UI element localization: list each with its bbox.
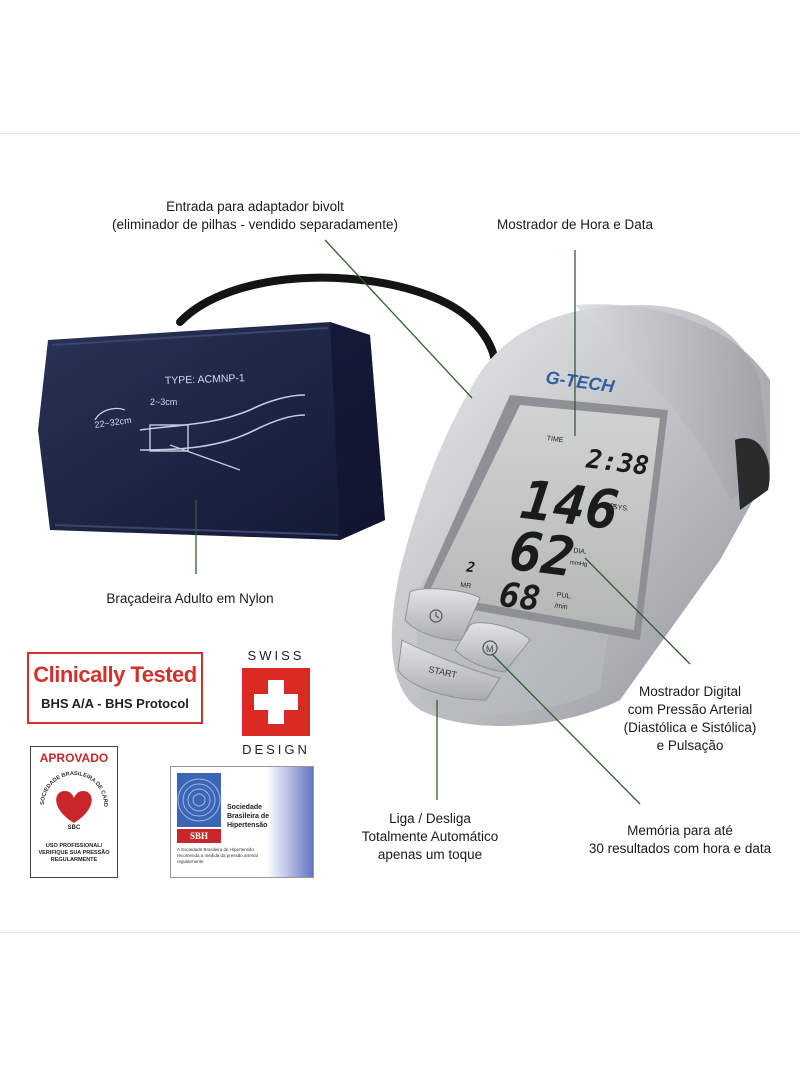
lcd-dia-label: DIA. [573,547,587,556]
caption-line: 30 resultados com hora e data [588,841,772,856]
leader-adapter [324,239,473,399]
caption-line: Entrada para adaptador bivolt [166,199,344,214]
caption-cuff: Braçadeira Adulto em Nylon [70,590,310,608]
caption-line: (eliminador de pilhas - vendido separada… [112,217,398,232]
sbh-logo-icon [177,773,221,827]
badge-clin-subtitle: BHS A/A - BHS Protocol [41,696,189,711]
swiss-cross-icon [268,680,284,724]
button-clock[interactable] [404,588,481,641]
caption-line: Liga / Desliga [389,811,471,826]
lcd-dia-unit: mmHg [569,560,587,568]
caption-start: Liga / Desliga Totalmente Automático ape… [330,810,530,864]
badge-sbh: SBH Sociedade Brasileira de Hipertensão … [170,766,314,878]
caption-display: Mostrador Digital com Pressão Arterial (… [600,683,780,755]
cuff-gap-text: 2~3cm [150,397,177,407]
caption-line: Mostrador Digital [638,684,742,699]
sbc-approved-text: APROVADO [39,751,109,765]
sbh-name-line: Sociedade [227,804,263,811]
badge-clin-title: Clinically Tested [33,662,197,687]
lcd-pulse: 68 [497,575,543,620]
lcd-sys-label: SYS. [612,504,629,513]
badge-sbc-approved: APROVADO SOCIEDADE BRASILEIRA DE CARDIOL… [30,746,118,878]
caption-adapter: Entrada para adaptador bivolt (eliminado… [80,198,430,234]
caption-line: Totalmente Automático [361,829,499,844]
caption-line: com Pressão Arterial [627,702,753,717]
top-divider [0,133,800,134]
caption-line: e Pulsação [656,738,724,753]
leader-lines [195,239,691,805]
caption-line: Memória para até [627,823,733,838]
caption-memory: Memória para até 30 resultados com hora … [565,822,795,858]
lcd-screen: TIME 2:38 146 SYS. mmHg 62 DIA. mmHg 68 … [460,435,651,620]
badge-clinically-tested: Clinically Tested BHS A/A - BHS Protocol [27,652,203,724]
sbh-note: A Sociedade Brasileira de Hipertensão re… [177,847,258,864]
lcd-pul-unit: /min [554,602,568,611]
clock-icon [429,609,443,623]
leader-memory [491,653,641,805]
caption-line: apenas um toque [377,847,483,862]
lcd-diastolic: 62 [506,519,578,589]
sbh-name-line: Brasileira de [227,813,270,820]
design-text: DESIGN [242,742,310,757]
sbh-gradient [267,767,313,877]
sbc-abbr: SBC [67,825,81,831]
bottom-divider [0,932,800,933]
caption-line: (Diastólica e Sistólica) [623,720,757,735]
sbc-foot-text: USO PROFISSIONAL/ VERIFIQUE SUA PRESSÃO … [38,843,110,863]
button-start[interactable]: START [397,639,501,701]
lcd-memory-label: MR [460,582,472,590]
caption-line: Braçadeira Adulto em Nylon [106,591,274,606]
caption-clock: Mostrador de Hora e Data [470,216,680,234]
sbc-seal: SOCIEDADE BRASILEIRA DE CARDIOLOGIA [31,765,108,823]
sbh-name: Sociedade Brasileira de Hipertensão [227,803,269,830]
button-memory[interactable]: M [454,622,531,673]
lcd-time-label: TIME [546,435,564,444]
badge-swiss-design: SWISS DESIGN [236,648,316,758]
sbh-name-line: Hipertensão [227,822,268,829]
cuff-type-text: TYPE: ACMNP-1 [165,372,245,387]
caption-line: Mostrador de Hora e Data [496,217,654,232]
memory-button-label: M [486,644,494,654]
lcd-memory-index: 2 [464,559,475,576]
lcd-pul-label: PUL. [556,592,572,601]
arm-cuff [38,322,385,540]
sbh-abbr: SBH [177,829,221,843]
swiss-text: SWISS [247,648,305,663]
air-tube [176,273,500,384]
heart-icon [56,791,92,823]
leader-display [584,557,691,665]
lcd-systolic: 146 [517,468,621,542]
